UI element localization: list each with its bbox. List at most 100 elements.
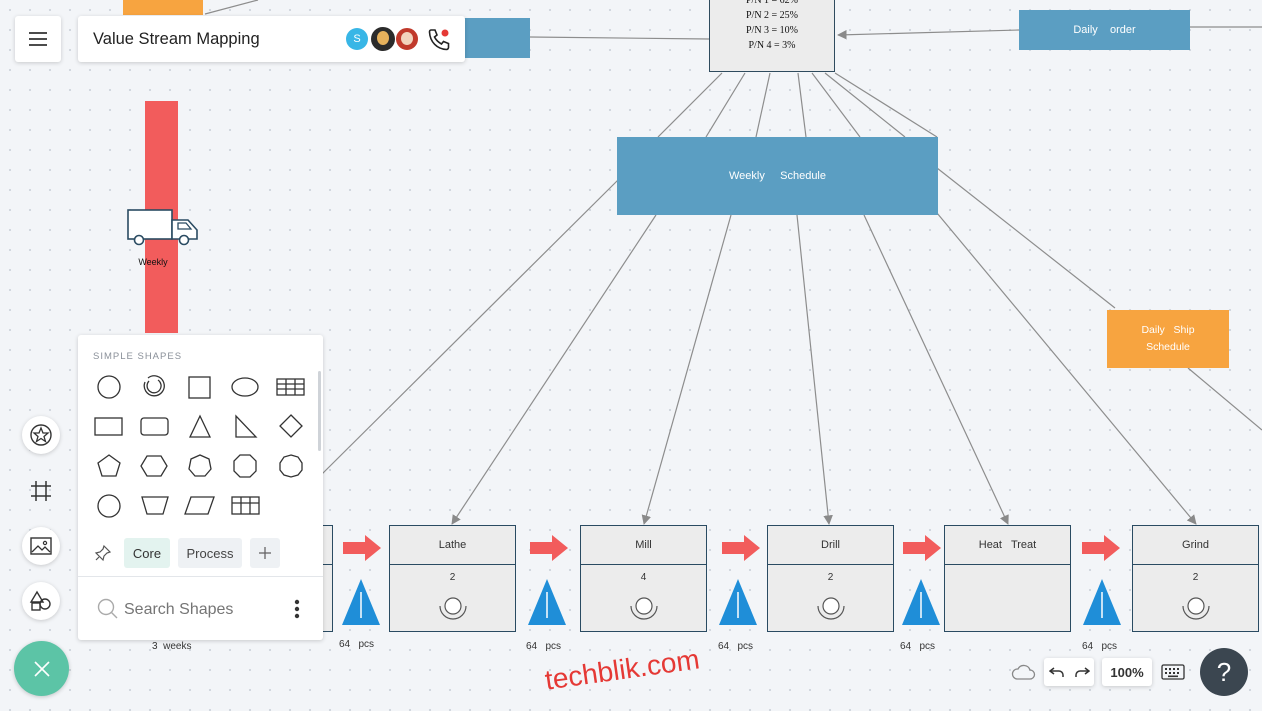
collaborator-avatar[interactable]: [371, 27, 395, 51]
panel-scrollbar[interactable]: [318, 371, 321, 451]
process-box-grind[interactable]: Grind 2: [1132, 525, 1259, 632]
keyboard-shortcuts-button[interactable]: [1161, 663, 1185, 681]
table-shape: [276, 378, 305, 396]
process-title: Heat Treat: [945, 526, 1070, 565]
arc-shape: [143, 375, 165, 397]
process-box-drill[interactable]: Drill 2: [767, 525, 894, 632]
more-vertical-icon: [294, 599, 300, 619]
diamond-shape: [279, 414, 303, 438]
menu-icon: [29, 32, 47, 46]
watermark: techblik.com: [543, 643, 702, 696]
right-triangle-shape: [235, 414, 258, 438]
push-arrow[interactable]: [1082, 535, 1120, 561]
rectangle-shape: [94, 417, 123, 436]
add-library-button[interactable]: [250, 538, 280, 568]
collaborator-avatar[interactable]: [395, 27, 419, 51]
cloud-sync-status[interactable]: [1010, 661, 1036, 683]
operator-icon: [629, 597, 658, 620]
process-box-heat-treat[interactable]: Heat Treat: [944, 525, 1071, 632]
part-number-box[interactable]: P/N 1 = 62% P/N 2 = 25% P/N 3 = 10% P/N …: [709, 0, 835, 72]
process-value: 4: [640, 572, 647, 583]
inventory-triangle[interactable]: [527, 578, 567, 626]
trapezoid-shape: [141, 496, 169, 515]
image-icon: [30, 537, 52, 555]
document-title[interactable]: Value Stream Mapping: [93, 30, 260, 48]
circle-shape: [97, 375, 121, 399]
close-panel-button[interactable]: [14, 641, 69, 696]
process-box-mill[interactable]: Mill 4: [580, 525, 707, 632]
partial-orange-box[interactable]: [123, 0, 203, 15]
plus-icon: [259, 547, 271, 559]
shapes-library-button[interactable]: [22, 582, 60, 620]
ellipse-shape: [231, 377, 259, 397]
push-arrow[interactable]: [530, 535, 568, 561]
section-title: SIMPLE SHAPES: [93, 351, 183, 362]
pn-line: P/N 1 = 62%: [745, 0, 799, 6]
inventory-label: 64 pcs: [718, 641, 754, 652]
push-arrow[interactable]: [722, 535, 760, 561]
daily-order-label: Daily order: [1073, 24, 1136, 36]
push-arrow[interactable]: [343, 535, 381, 561]
grid-shape: [231, 496, 260, 515]
frame-icon: [31, 481, 51, 501]
inventory-label: 64 pcs: [1082, 641, 1118, 652]
inventory-label: 64 pcs: [526, 641, 562, 652]
octagon-shape: [233, 454, 257, 478]
undo-redo-group: [1044, 658, 1094, 686]
shapes-star-button[interactable]: [22, 416, 60, 454]
shape-grid: [94, 375, 305, 518]
triangle-shape: [188, 414, 212, 438]
operator-icon: [816, 597, 845, 620]
zoom-level[interactable]: 100%: [1102, 658, 1152, 686]
shapes-library-icon: [29, 590, 51, 611]
pn-line: P/N 4 = 3%: [748, 40, 796, 51]
inventory-triangle[interactable]: [901, 578, 941, 626]
search-shapes-input[interactable]: [122, 597, 266, 623]
parallelogram-shape: [184, 496, 215, 515]
weekly-schedule-label: Weekly Schedule: [728, 170, 826, 182]
cloud-icon: [1011, 664, 1036, 680]
operator-icon: [438, 597, 467, 620]
push-arrow[interactable]: [903, 535, 941, 561]
inventory-triangle[interactable]: [1082, 578, 1122, 626]
hexagon-shape: [140, 455, 168, 477]
process-value: 2: [1192, 572, 1199, 583]
pin-button[interactable]: [88, 538, 118, 568]
redo-icon[interactable]: [1074, 665, 1090, 679]
image-button[interactable]: [22, 527, 60, 565]
truck-label: Weekly: [138, 257, 168, 267]
heptagon-shape: [188, 454, 212, 477]
shapes-star-icon: [30, 424, 52, 446]
undo-icon[interactable]: [1048, 665, 1065, 679]
circle-shape: [97, 494, 121, 518]
frame-button[interactable]: [22, 472, 60, 510]
inventory-label: 64 pcs: [339, 639, 375, 650]
decagon-shape: [279, 454, 303, 478]
pn-line: P/N 3 = 10%: [745, 25, 799, 36]
lead-time-label: 3 weeks: [152, 641, 192, 652]
keyboard-icon: [1161, 664, 1185, 680]
process-box-lathe[interactable]: Lathe 2: [389, 525, 516, 632]
process-value: 2: [827, 572, 834, 583]
operator-icon: [1181, 597, 1210, 620]
square-shape: [188, 376, 211, 399]
tab-core[interactable]: Core: [124, 538, 170, 568]
pin-icon: [94, 544, 112, 562]
truck-shape[interactable]: Weekly: [126, 207, 200, 269]
more-options-button[interactable]: [290, 597, 304, 621]
daily-ship-schedule-label: Daily Ship Schedule: [1141, 324, 1195, 353]
menu-button[interactable]: [15, 16, 61, 62]
inventory-triangle[interactable]: [341, 578, 381, 626]
process-title: Lathe: [390, 526, 515, 565]
inventory-label: 64 pcs: [900, 641, 936, 652]
call-button[interactable]: [426, 27, 452, 53]
tab-process[interactable]: Process: [178, 538, 242, 568]
collaborator-avatar[interactable]: S: [346, 28, 368, 50]
help-button[interactable]: ?: [1200, 648, 1248, 696]
inventory-triangle[interactable]: [718, 578, 758, 626]
process-title: Grind: [1133, 526, 1258, 565]
daily-order-box[interactable]: Daily order: [1019, 10, 1190, 50]
daily-ship-schedule-box[interactable]: Daily Ship Schedule: [1107, 310, 1229, 368]
help-icon: ?: [1216, 656, 1232, 687]
weekly-schedule-box[interactable]: Weekly Schedule: [617, 137, 938, 215]
